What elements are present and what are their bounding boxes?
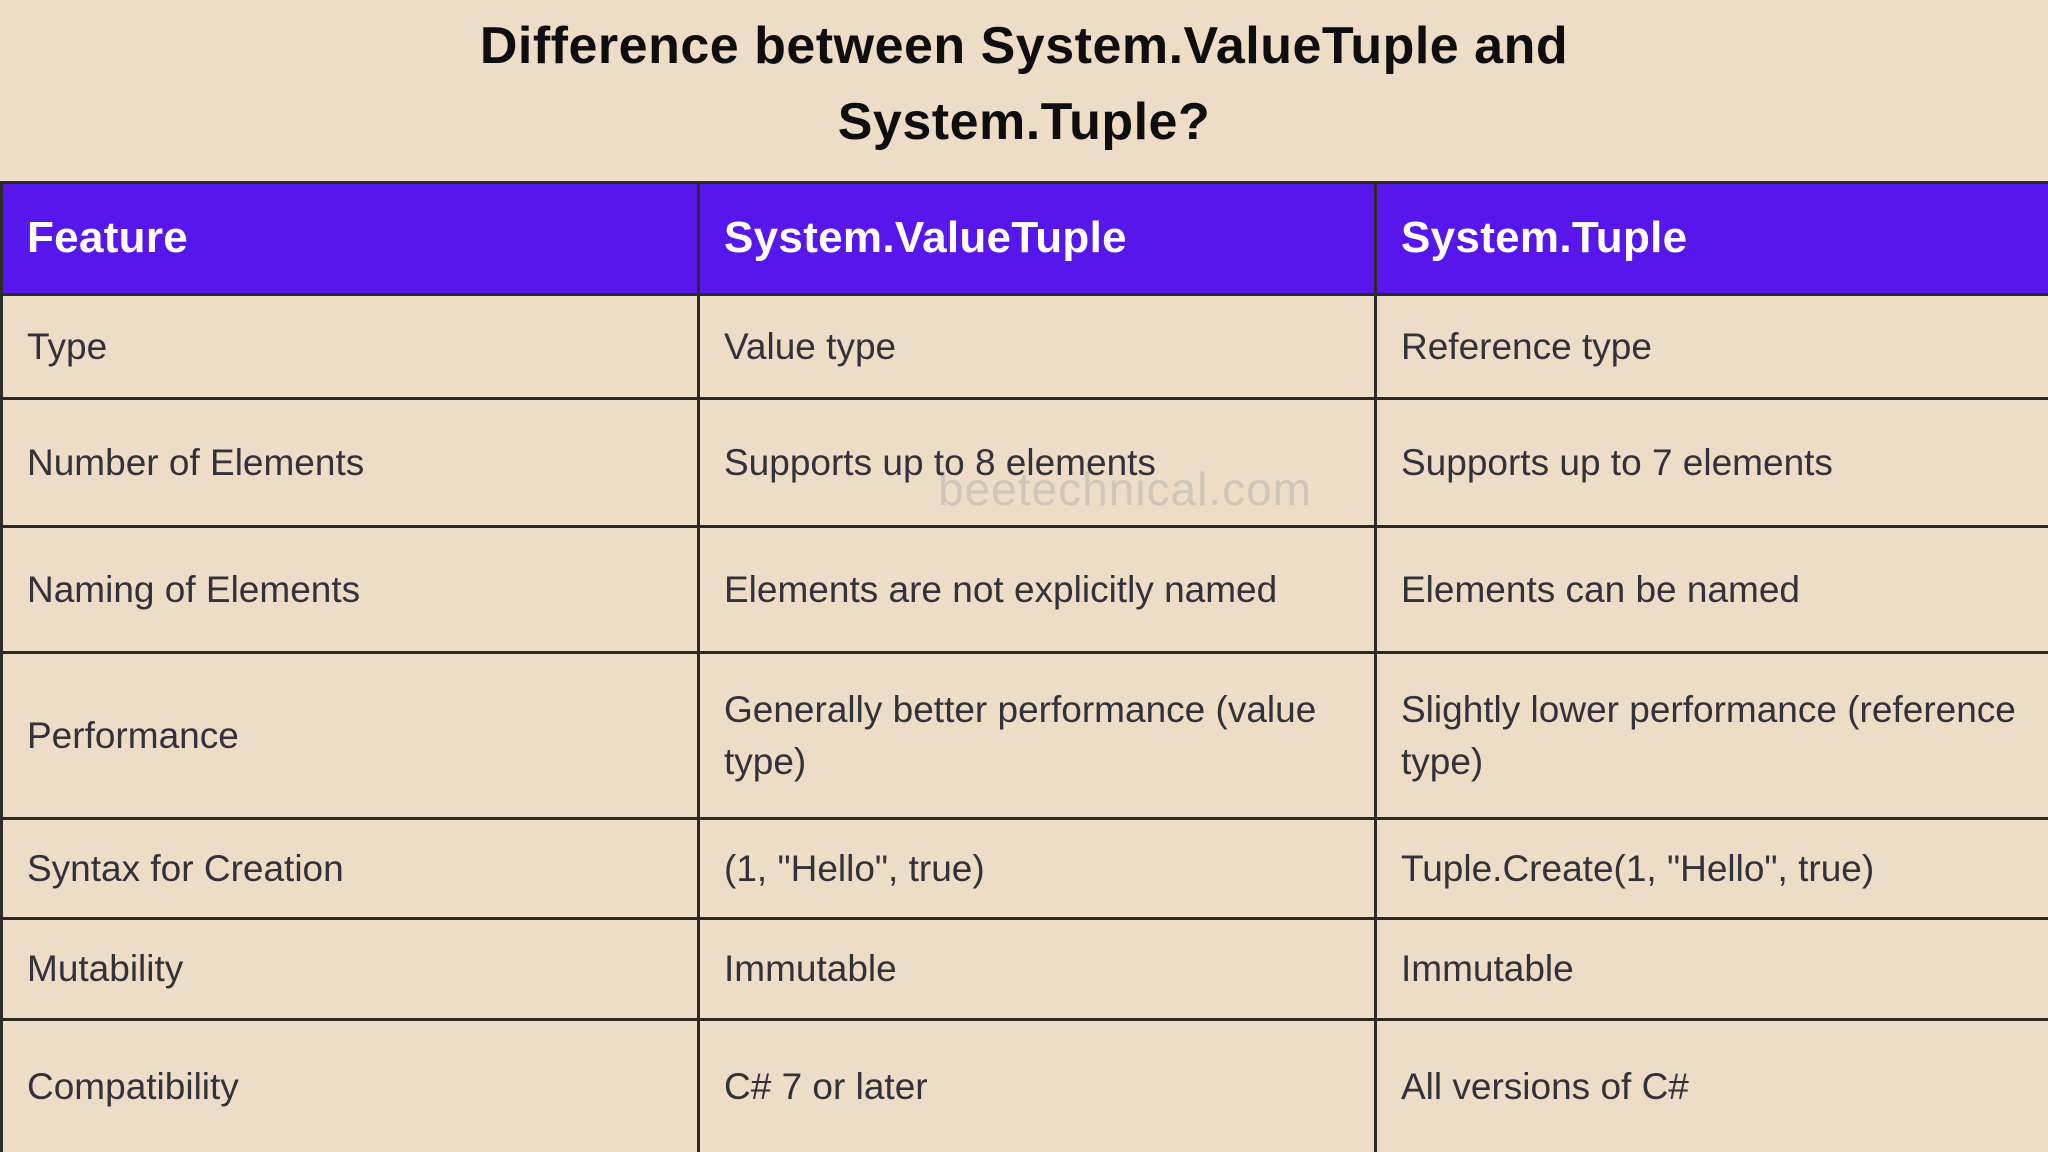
table-cell-feature: Number of Elements (3, 400, 700, 528)
table-cell-valuetuple: (1, "Hello", true) (700, 820, 1377, 920)
table-cell-feature: Performance (3, 654, 700, 820)
column-header-tuple: System.Tuple (1377, 184, 2048, 296)
table-cell-feature: Syntax for Creation (3, 820, 700, 920)
comparison-table: Feature System.ValueTuple System.Tuple T… (0, 181, 2048, 1152)
table-cell-tuple: Elements can be named (1377, 528, 2048, 654)
table-cell-feature: Mutability (3, 920, 700, 1021)
table-cell-tuple: Supports up to 7 elements (1377, 400, 2048, 528)
table-cell-feature: Naming of Elements (3, 528, 700, 654)
table-cell-valuetuple: Elements are not explicitly named (700, 528, 1377, 654)
table-cell-valuetuple: Value type (700, 296, 1377, 400)
table-cell-feature: Compatibility (3, 1021, 700, 1152)
table-cell-tuple: Immutable (1377, 920, 2048, 1021)
table-cell-valuetuple: C# 7 or later (700, 1021, 1377, 1152)
page-title: Difference between System.ValueTuple and… (479, 17, 1569, 151)
table-cell-tuple: Reference type (1377, 296, 2048, 400)
column-header-valuetuple: System.ValueTuple (700, 184, 1377, 296)
column-header-feature: Feature (3, 184, 700, 296)
table-cell-tuple: Tuple.Create(1, "Hello", true) (1377, 820, 2048, 920)
table-cell-valuetuple: Generally better performance (value type… (700, 654, 1377, 820)
table-cell-tuple: All versions of C# (1401, 1065, 1689, 1107)
table-cell-valuetuple: Supports up to 8 elements (700, 400, 1377, 528)
table-cell-valuetuple: Immutable (700, 920, 1377, 1021)
table-cell-tuple: Slightly lower performance (reference ty… (1377, 654, 2048, 820)
table-cell-feature: Type (3, 296, 700, 400)
